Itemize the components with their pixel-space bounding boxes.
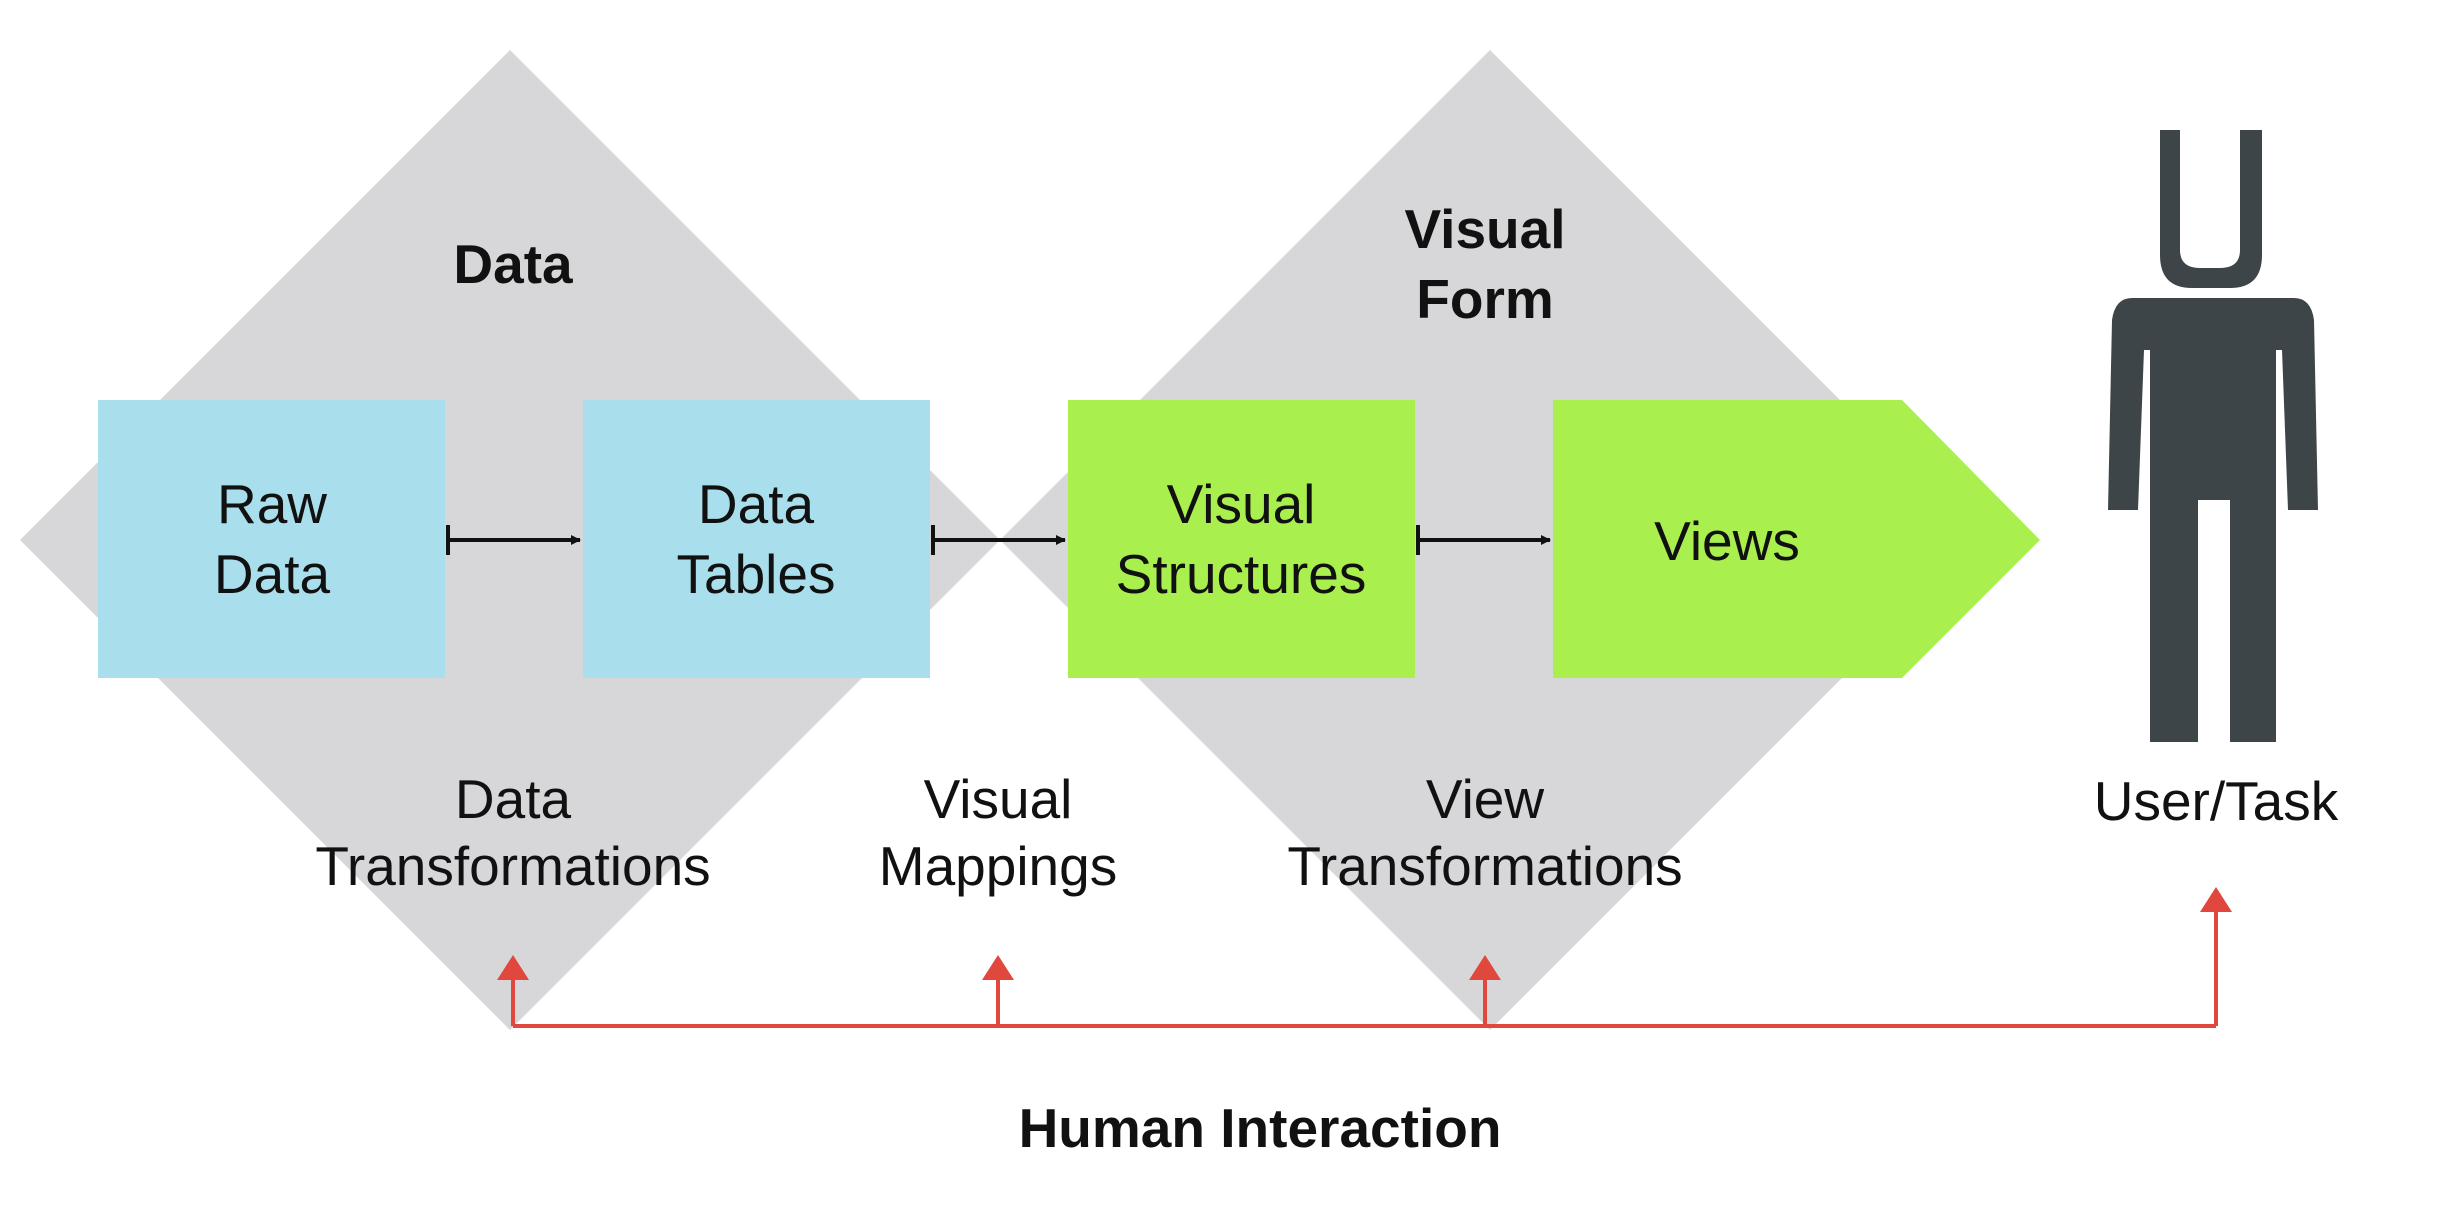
flow-arrow-tables-to-structures <box>931 525 1066 555</box>
data-transformations-label-line1: Data <box>455 768 572 830</box>
view-transformations-label-line1: View <box>1426 768 1544 830</box>
interaction-arrowhead-user <box>2200 887 2232 912</box>
view-transformations-label-line2: Transformations <box>1287 835 1682 897</box>
views-box-label: Views <box>1654 510 1800 572</box>
visual-structures-box-line1: Visual <box>1167 473 1316 535</box>
visual-structures-box: Visual Structures <box>1068 400 1415 678</box>
user-icon <box>2108 130 2318 742</box>
data-region-label: Data <box>453 233 573 295</box>
data-tables-box: Data Tables <box>583 400 930 678</box>
raw-data-box: Raw Data <box>98 400 445 678</box>
data-tables-box-line1: Data <box>698 473 815 535</box>
interaction-arrowhead-visual-mappings <box>982 955 1014 980</box>
visual-form-region-label-line1: Visual <box>1404 198 1565 260</box>
raw-data-box-line2: Data <box>214 543 331 605</box>
human-interaction-label: Human Interaction <box>1019 1097 1502 1159</box>
visual-mappings-label-line1: Visual <box>924 768 1073 830</box>
flow-arrow-raw-to-tables <box>446 525 581 555</box>
visual-structures-box-line2: Structures <box>1116 543 1367 605</box>
flow-arrow-structures-to-views <box>1416 525 1551 555</box>
interaction-arrowhead-data-transformations <box>497 955 529 980</box>
data-tables-box-line2: Tables <box>677 543 836 605</box>
data-transformations-label-line2: Transformations <box>315 835 710 897</box>
user-task-label: User/Task <box>2094 770 2339 832</box>
views-box: Views <box>1553 400 2040 678</box>
human-interaction-connector <box>511 900 2218 1028</box>
visual-mappings-label-line2: Mappings <box>879 835 1117 897</box>
raw-data-box-line1: Raw <box>217 473 327 535</box>
visual-form-region-label-line2: Form <box>1416 268 1554 330</box>
interaction-arrowhead-view-transformations <box>1469 955 1501 980</box>
